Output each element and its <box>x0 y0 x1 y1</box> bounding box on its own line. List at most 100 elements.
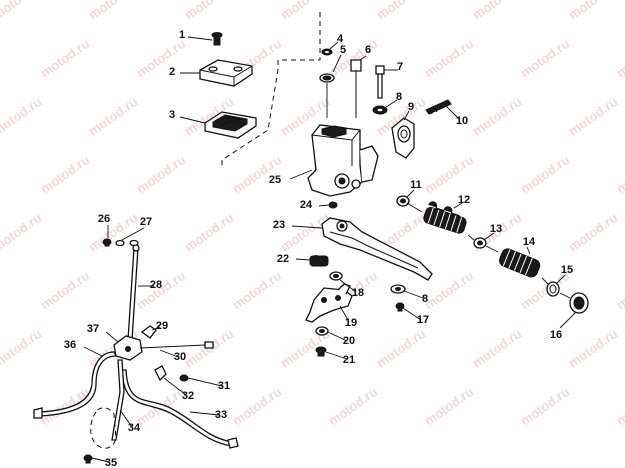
watermark-text: motod.ru <box>470 326 525 371</box>
watermark-text: motod.ru <box>0 0 44 22</box>
callout-leader-line <box>327 331 348 342</box>
watermark-text: motod.ru <box>182 0 237 22</box>
callout-number: 18 <box>352 287 364 299</box>
callout-number: 6 <box>365 44 371 56</box>
callout-number: 1 <box>179 29 185 41</box>
callout-number: 8 <box>396 91 402 103</box>
watermark-text: motod.ru <box>230 384 285 429</box>
callout-c29: 29 <box>151 320 168 332</box>
watermark-text: motod.ru <box>470 94 525 139</box>
reservoir-diaphragm <box>204 111 257 139</box>
callout-number: 25 <box>269 174 281 186</box>
callout-c9: 9 <box>403 101 414 121</box>
watermark-text: motod.ru <box>614 36 625 81</box>
callout-number: 21 <box>343 354 355 366</box>
callout-leader-line <box>403 290 424 299</box>
callout-c10: 10 <box>445 105 468 127</box>
spring-14 <box>499 248 541 278</box>
callout-c25: 25 <box>269 169 313 186</box>
watermark-text: motod.ru <box>518 152 573 197</box>
callout-number: 33 <box>215 409 227 421</box>
master-cylinder-body <box>307 124 379 197</box>
callout-number: 3 <box>169 109 175 121</box>
callout-leader-line <box>526 246 531 255</box>
callout-c32: 32 <box>163 377 194 402</box>
watermark-text: motod.ru <box>38 152 93 197</box>
callout-c1: 1 <box>179 29 213 41</box>
callout-number: 26 <box>98 213 110 225</box>
callout-c15: 15 <box>555 264 573 285</box>
callout-leader-line <box>403 110 410 121</box>
callout-number: 24 <box>300 199 313 211</box>
watermark-text: motod.ru <box>326 384 381 429</box>
callout-number: 5 <box>340 44 346 56</box>
callout-c6: 6 <box>359 44 371 61</box>
callout-c21: 21 <box>325 351 355 366</box>
callout-leader-line <box>295 258 311 261</box>
callout-leader-line <box>151 326 161 331</box>
reservoir-cap <box>199 59 253 87</box>
callout-c31: 31 <box>187 377 230 392</box>
callout-number: 19 <box>345 317 357 329</box>
watermark-text: motod.ru <box>0 210 44 255</box>
callout-number: 29 <box>156 320 168 332</box>
bolt-long <box>350 59 362 118</box>
watermark-text: motod.ru <box>518 36 573 81</box>
callout-number: 8 <box>422 293 428 305</box>
callout-c36: 36 <box>64 339 103 357</box>
callout-number: 28 <box>150 279 162 291</box>
callout-number: 31 <box>218 380 230 392</box>
callout-number: 17 <box>417 314 429 326</box>
screw-21 <box>315 346 327 357</box>
callout-leader-line <box>359 55 367 61</box>
screw-17 <box>395 302 405 312</box>
watermark-text: motod.ru <box>0 326 44 371</box>
callout-number: 15 <box>561 264 573 276</box>
watermark-text: motod.ru <box>326 36 381 81</box>
callout-leader-line <box>385 99 398 108</box>
watermark-text: motod.ru <box>38 36 93 81</box>
watermark-text: motod.ru <box>134 152 189 197</box>
callout-leader-line <box>291 225 323 229</box>
junction-block-37 <box>113 335 143 361</box>
watermark-text: motod.ru <box>566 94 621 139</box>
callout-number: 4 <box>337 33 344 45</box>
callout-leader-line <box>339 279 357 293</box>
bleeder-29 <box>140 325 157 339</box>
callout-number: 23 <box>273 219 285 231</box>
banjo-bolt-26 <box>102 238 112 247</box>
callout-c2: 2 <box>169 66 200 78</box>
callout-c20: 20 <box>327 331 355 347</box>
watermark-text: motod.ru <box>566 0 621 22</box>
watermark-text: motod.ru <box>566 210 621 255</box>
callout-c8b: 8 <box>403 290 428 305</box>
washer-upper <box>372 105 388 115</box>
nut-18 <box>329 271 343 281</box>
brake-line-28 <box>127 244 140 341</box>
callout-leader-line <box>83 346 103 357</box>
watermark-text: motod.ru <box>566 326 621 371</box>
callout-number: 12 <box>458 194 470 206</box>
callout-leader-line <box>325 351 348 360</box>
watermark-text: motod.ru <box>38 268 93 313</box>
watermark-text: motod.ru <box>86 0 141 22</box>
callout-c8a: 8 <box>385 91 402 108</box>
watermark-text: motod.ru <box>614 384 625 429</box>
callout-leader-line <box>187 36 213 41</box>
pin <box>375 65 385 99</box>
callout-leader-line <box>187 377 223 387</box>
callout-c3: 3 <box>169 109 206 124</box>
watermark-text: motod.ru <box>374 326 429 371</box>
callout-number: 16 <box>550 329 562 341</box>
callout-leader-line <box>339 305 350 323</box>
line-30 <box>139 341 214 349</box>
watermark-text: motod.ru <box>422 152 477 197</box>
fitting-31 <box>179 374 189 382</box>
callout-leader-line <box>163 377 187 396</box>
callout-leader-line <box>119 409 133 428</box>
callout-number: 37 <box>87 323 99 335</box>
washer-11 <box>396 195 410 207</box>
callout-number: 11 <box>410 179 422 191</box>
callout-number: 30 <box>174 351 186 363</box>
